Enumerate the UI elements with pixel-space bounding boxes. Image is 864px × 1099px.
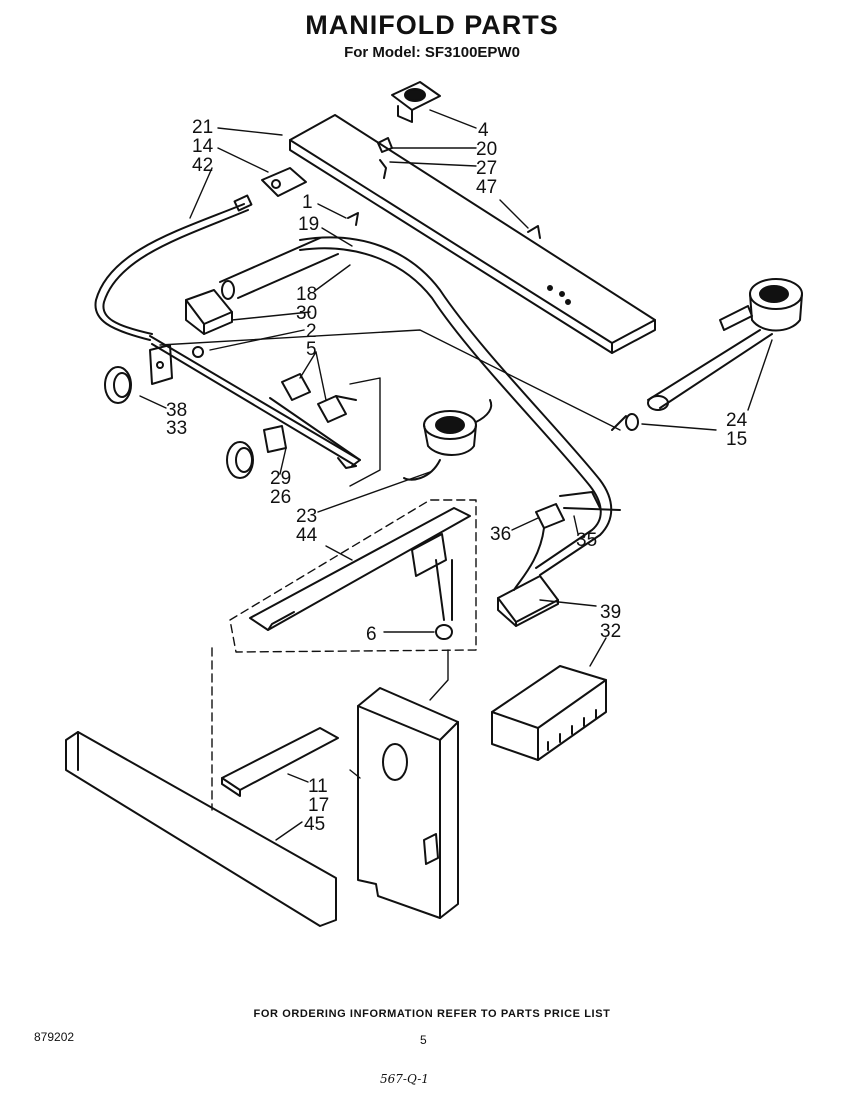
- module-box-32: [491, 665, 607, 761]
- callout-18: 18: [296, 284, 317, 305]
- callout-17: 17: [308, 795, 329, 816]
- callout-19: 19: [298, 214, 319, 235]
- igniter-36-35: [513, 491, 621, 591]
- rail-11-17: [221, 727, 339, 797]
- callout-1: 1: [302, 192, 313, 213]
- side-panel: [357, 687, 459, 919]
- surface-burner-23: [403, 399, 493, 481]
- callout-38: 38: [166, 400, 187, 421]
- model-subtitle: For Model: SF3100EPW0: [344, 44, 520, 61]
- leader-lines: [139, 109, 773, 841]
- callout-21: 21: [192, 117, 213, 138]
- page-title: MANIFOLD PARTS: [305, 10, 559, 40]
- handwritten-note: 567-Q-1: [380, 1072, 429, 1086]
- manifold-bracket: [289, 114, 656, 354]
- callout-15: 15: [726, 429, 747, 450]
- callout-27: 27: [476, 158, 497, 179]
- rear-burner-24: [647, 278, 803, 411]
- callout-labels: 21 14 42 1 19 18 30 2 5 38 33 29 26 23 4…: [166, 117, 748, 835]
- valve-30: [185, 289, 233, 358]
- burner-tube-19: [299, 236, 613, 576]
- callout-4: 4: [478, 120, 489, 141]
- callout-26: 26: [270, 487, 291, 508]
- callout-39: 39: [600, 602, 621, 623]
- callout-45: 45: [304, 814, 325, 835]
- callout-32: 32: [600, 621, 621, 642]
- bracket-44-box: [229, 499, 477, 653]
- callout-47: 47: [476, 177, 497, 198]
- callout-42: 42: [192, 155, 213, 176]
- page-number: 5: [420, 1033, 427, 1047]
- callout-14: 14: [192, 136, 214, 157]
- alignment-lines: [159, 329, 621, 811]
- callout-11: 11: [308, 776, 328, 797]
- callout-5: 5: [306, 339, 317, 360]
- orifice-fitting-15: [611, 413, 639, 431]
- callout-6: 6: [366, 624, 377, 645]
- callout-44: 44: [296, 525, 318, 546]
- callout-33: 33: [166, 418, 187, 439]
- ordering-note: FOR ORDERING INFORMATION REFER TO PARTS …: [253, 1008, 611, 1020]
- callout-30: 30: [296, 303, 317, 324]
- burner-tube-18: [219, 237, 339, 300]
- bracket-plate: [261, 167, 307, 197]
- callout-36: 36: [490, 524, 511, 545]
- callout-35: 35: [576, 530, 597, 551]
- document-number: 879202: [34, 1030, 75, 1044]
- callout-29: 29: [270, 468, 291, 489]
- callout-23: 23: [296, 506, 317, 527]
- valves-5: [269, 373, 361, 467]
- callout-24: 24: [726, 410, 748, 431]
- burner-orifice-part: [391, 81, 441, 123]
- callout-2: 2: [306, 321, 317, 342]
- callout-20: 20: [476, 139, 497, 160]
- control-knob-left: [104, 344, 173, 404]
- gas-line-tube: [94, 194, 253, 341]
- panel-45: [65, 731, 337, 927]
- small-fittings: [347, 137, 541, 239]
